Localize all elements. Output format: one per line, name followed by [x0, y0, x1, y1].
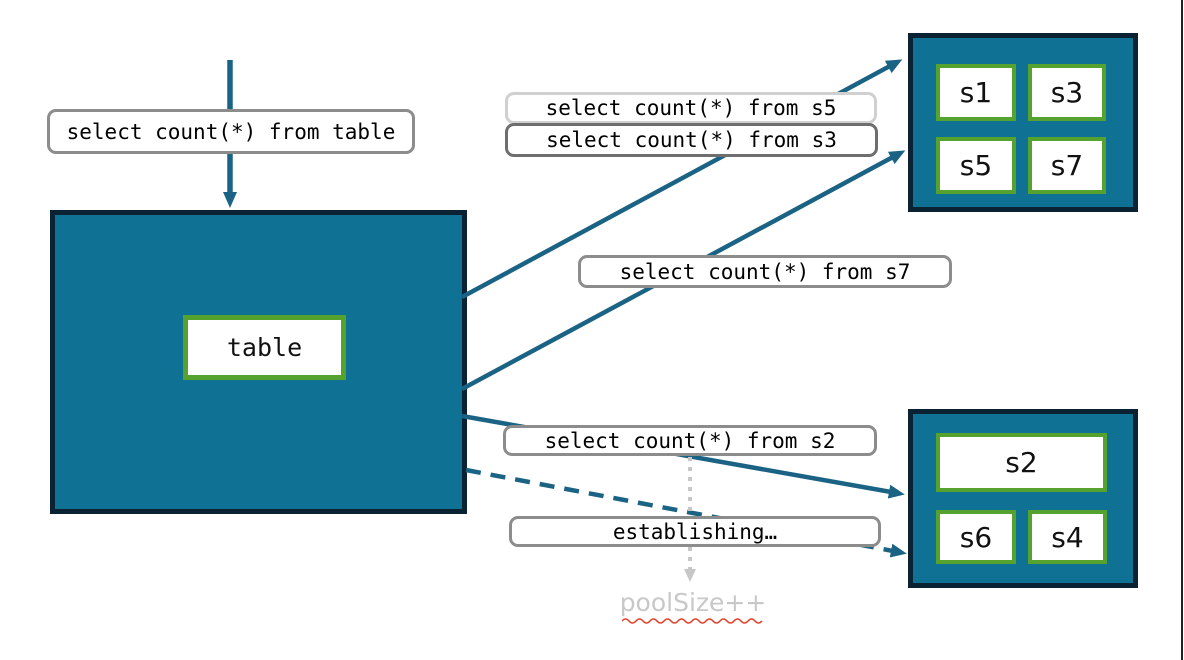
query-label-s2: select count(*) from s2	[503, 425, 877, 456]
query-label-s3: select count(*) from s3	[505, 123, 878, 157]
shard-s2: s2	[936, 433, 1107, 492]
shard-s4: s4	[1028, 510, 1107, 564]
query-label-table-text: select count(*) from table	[66, 119, 396, 144]
table-db-box: table	[50, 210, 467, 514]
query-label-establishing-text: establishing…	[612, 519, 778, 544]
query-label-s7: select count(*) from s7	[578, 255, 952, 288]
query-label-establishing: establishing…	[509, 516, 881, 547]
shard-s1: s1	[936, 64, 1016, 121]
shard-s5: s5	[936, 137, 1016, 194]
table-label-box: table	[183, 315, 346, 380]
query-label-s5: select count(*) from s5	[505, 92, 877, 124]
shard-s2-label: s2	[1005, 446, 1038, 479]
query-label-s5-text: select count(*) from s5	[545, 96, 837, 120]
poolsize-note-text: poolSize++	[619, 588, 767, 617]
shard-s7: s7	[1028, 137, 1106, 194]
shard-s7-label: s7	[1050, 149, 1084, 182]
shard-s3-label: s3	[1050, 76, 1084, 109]
window-edge-line	[1181, 0, 1183, 660]
query-label-s2-text: select count(*) from s2	[544, 428, 836, 453]
query-label-table: select count(*) from table	[47, 109, 415, 154]
shard-s4-label: s4	[1051, 520, 1084, 554]
shard-box-top: s1 s3 s5 s7	[908, 33, 1138, 212]
shard-s3: s3	[1028, 64, 1106, 121]
query-label-s3-text: select count(*) from s3	[546, 128, 837, 152]
poolsize-note: poolSize++	[570, 588, 816, 617]
shard-s5-label: s5	[959, 149, 993, 182]
spellcheck-squiggle	[622, 618, 763, 624]
query-label-s7-text: select count(*) from s7	[619, 259, 911, 284]
shard-box-bottom: s2 s6 s4	[908, 409, 1138, 588]
shard-s6: s6	[936, 510, 1016, 564]
shard-s6-label: s6	[959, 520, 993, 554]
table-label: table	[226, 333, 303, 362]
shard-s1-label: s1	[959, 76, 993, 109]
